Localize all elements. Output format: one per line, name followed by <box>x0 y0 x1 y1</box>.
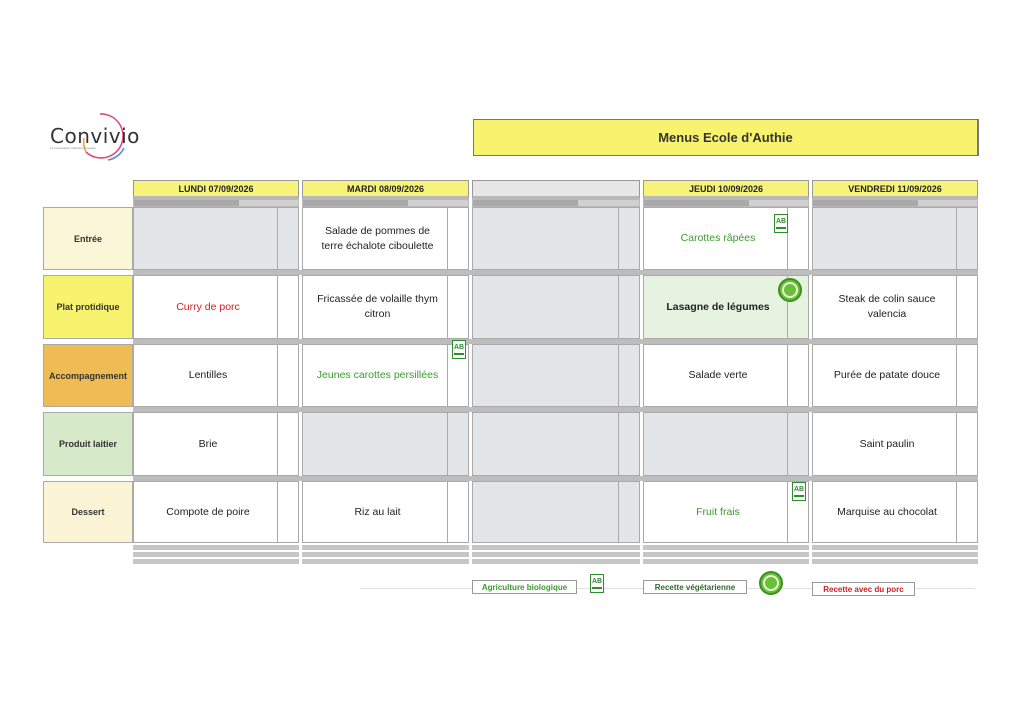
bottom-bar <box>302 545 469 550</box>
day-header-tuesday: MARDI 08/09/2026 <box>302 180 469 199</box>
organic-ab-icon: AB <box>590 574 604 593</box>
menu-cell: Steak de colin sauce valencia <box>812 275 978 339</box>
menu-cell <box>472 412 640 476</box>
menu-cell: Fricassée de volaille thym citron <box>302 275 469 339</box>
menu-cell: Curry de porc <box>133 275 299 339</box>
bottom-bar <box>812 559 978 564</box>
bottom-bar <box>643 552 809 557</box>
menu-cell <box>472 275 640 339</box>
menu-cell <box>472 207 640 270</box>
organic-ab-icon: AB <box>774 214 788 233</box>
row-label-accompagnement: Accompagnement <box>43 344 133 407</box>
logo-swirl-icon <box>82 113 125 161</box>
menu-cell: Carottes râpées AB <box>643 207 809 270</box>
bottom-bar <box>133 559 299 564</box>
bottom-bar <box>472 545 640 550</box>
organic-ab-icon: AB <box>792 482 806 501</box>
bottom-bar <box>643 545 809 550</box>
menu-cell <box>472 344 640 407</box>
column-subbar <box>133 199 299 207</box>
row-separator <box>133 476 978 481</box>
bottom-bar <box>812 545 978 550</box>
menu-cell: Lasagne de légumes <box>643 275 809 339</box>
row-label-dessert: Dessert <box>43 481 133 543</box>
day-header-monday: LUNDI 07/09/2026 <box>133 180 299 199</box>
menu-cell: Salade de pommes de terre échalote cibou… <box>302 207 469 270</box>
menu-cell <box>133 207 299 270</box>
row-separator <box>133 339 978 344</box>
day-header-friday: VENDREDI 11/09/2026 <box>812 180 978 199</box>
row-label-plat: Plat protidique <box>43 275 133 339</box>
column-subbar <box>472 199 640 207</box>
bottom-bar <box>472 559 640 564</box>
menu-cell: Marquise au chocolat <box>812 481 978 543</box>
logo-tagline: La restauration collective engagée <box>50 146 96 150</box>
row-label-laitier: Produit laitier <box>43 412 133 476</box>
bottom-bar <box>472 552 640 557</box>
bottom-bar <box>812 552 978 557</box>
menu-cell: Jeunes carottes persillées AB <box>302 340 469 407</box>
row-separator <box>133 407 978 412</box>
bottom-bar <box>643 559 809 564</box>
menu-cell: Riz au lait <box>302 481 469 543</box>
column-subbar <box>302 199 469 207</box>
menu-cell <box>643 412 809 476</box>
page-title: Menus Ecole d'Authie <box>473 119 979 156</box>
organic-ab-icon: AB <box>452 340 466 359</box>
bottom-bar <box>302 552 469 557</box>
menu-cell <box>302 412 469 476</box>
column-subbar <box>643 199 809 207</box>
legend-vegetarian: Recette végétarienne <box>643 580 747 594</box>
bottom-bar <box>133 545 299 550</box>
logo-wordmark: Convivio <box>50 124 140 148</box>
day-header-empty <box>472 180 640 199</box>
menu-cell: Purée de patate douce <box>812 344 978 407</box>
menu-cell: Compote de poire <box>133 481 299 543</box>
menu-cell: Brie <box>133 412 299 476</box>
row-label-entree: Entrée <box>43 207 133 270</box>
legend-organic: Agriculture biologique <box>472 580 577 594</box>
vegetarian-leaf-icon <box>759 571 783 595</box>
menu-cell <box>472 481 640 543</box>
bottom-bar <box>133 552 299 557</box>
bottom-bar <box>302 559 469 564</box>
vegetarian-leaf-icon <box>778 278 802 302</box>
column-subbar <box>812 199 978 207</box>
day-header-thursday: JEUDI 10/09/2026 <box>643 180 809 199</box>
menu-cell: Saint paulin <box>812 412 978 476</box>
menu-cell: Fruit frais AB <box>643 481 809 543</box>
menu-cell: Lentilles <box>133 344 299 407</box>
legend-pork: Recette avec du porc <box>812 582 915 596</box>
menu-cell <box>812 207 978 270</box>
row-separator <box>133 270 978 275</box>
convivio-logo <box>48 108 138 163</box>
menu-cell: Salade verte <box>643 344 809 407</box>
